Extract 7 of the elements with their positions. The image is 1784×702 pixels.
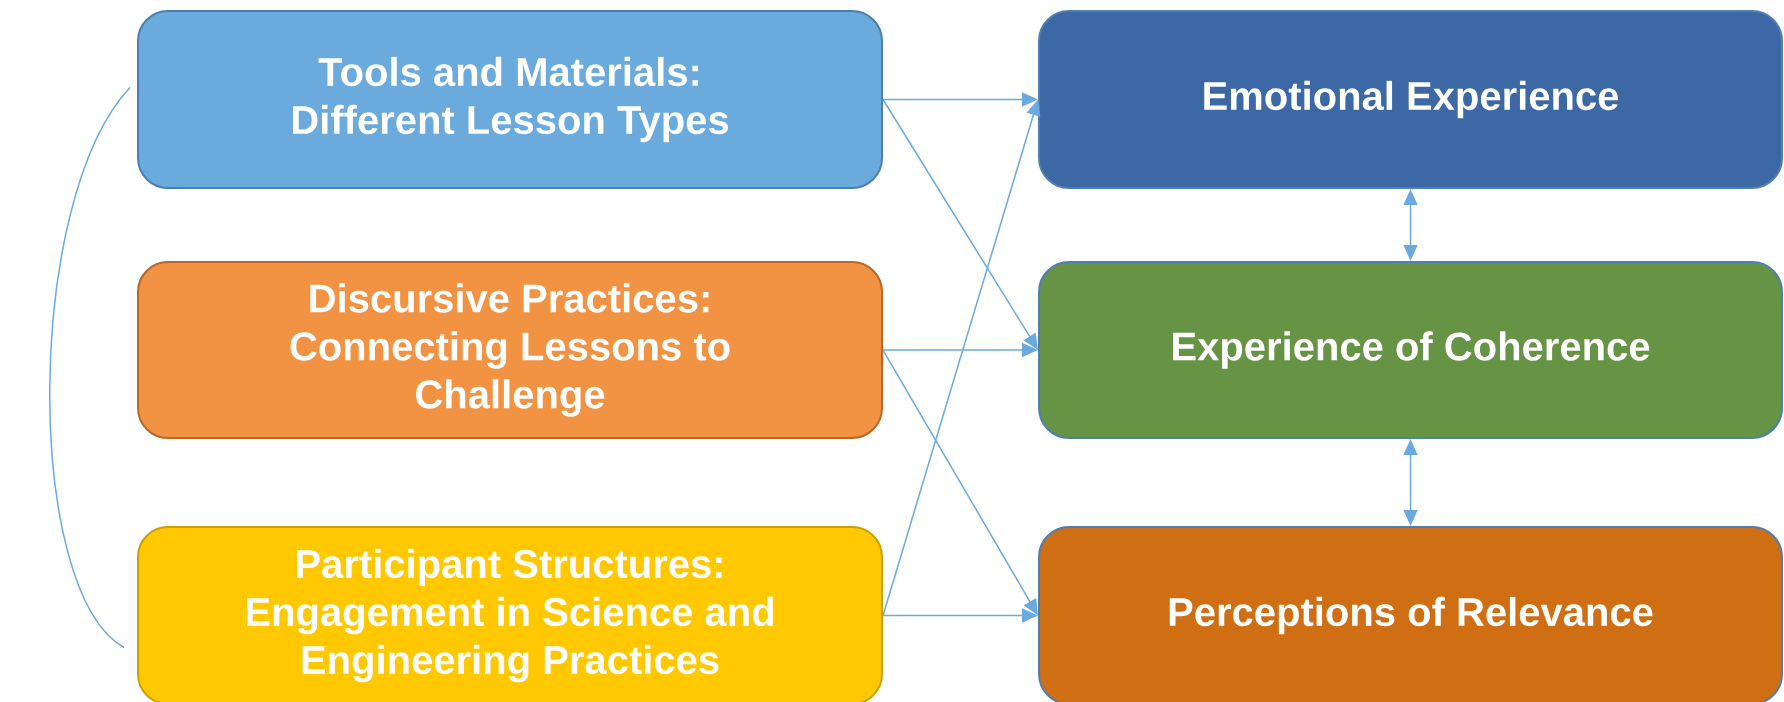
rounded-box: Participant Structures: Engagement in Science and Engineering Practices: [137, 526, 883, 702]
rounded-box: Tools and Materials: Different Lesson Types: [137, 10, 883, 189]
rounded-box: Discursive Practices: Connecting Lessons to Challenge: [137, 261, 883, 439]
rounded-box: Experience of Coherence: [1038, 261, 1783, 439]
rounded-box: Emotional Experience: [1038, 10, 1783, 189]
arrow: [882, 98, 1038, 350]
rounded-box: Perceptions of Relevance: [1038, 526, 1783, 702]
